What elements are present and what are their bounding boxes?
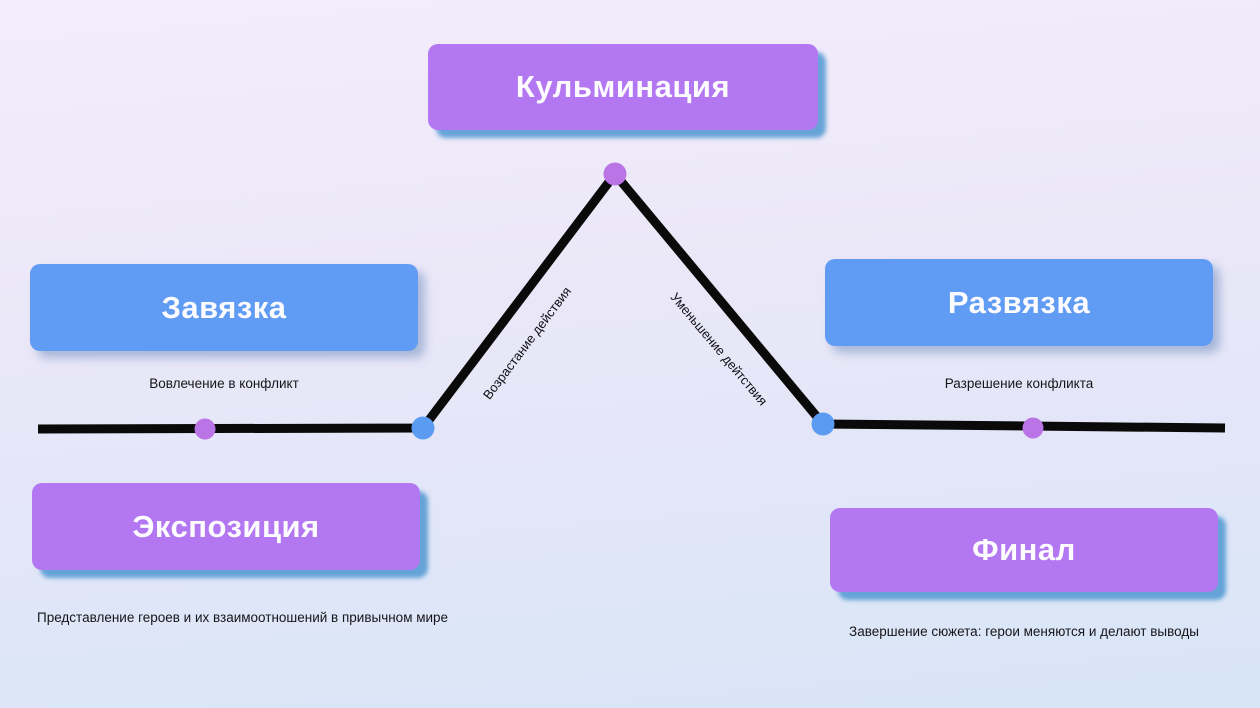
caption-exposition: Представление героев и их взаимоотношени… bbox=[37, 610, 449, 625]
node-inciting: Завязка bbox=[30, 264, 418, 351]
node-finale-label: Финал bbox=[972, 532, 1076, 567]
node-resolution-label: Развязка bbox=[947, 284, 1091, 320]
inciting-dot bbox=[411, 416, 435, 440]
node-exposition: Экспозиция bbox=[32, 483, 420, 570]
caption-resolution: Разрешение конфликта bbox=[944, 376, 1094, 391]
resolution-dot bbox=[811, 412, 835, 436]
climax-dot bbox=[603, 162, 627, 186]
node-finale: Финал bbox=[830, 508, 1218, 592]
caption-inciting: Вовлечение в конфликт bbox=[149, 376, 299, 391]
node-inciting-label: Завязка bbox=[161, 289, 287, 325]
node-resolution: Развязка bbox=[825, 259, 1213, 346]
exposition-dot bbox=[194, 418, 216, 440]
node-exposition-label: Экспозиция bbox=[132, 508, 320, 544]
caption-finale: Завершение сюжета: герои меняются и дела… bbox=[849, 624, 1199, 639]
node-climax: Кульминация bbox=[428, 44, 818, 130]
finale-dot bbox=[1022, 417, 1044, 439]
node-climax-label: Кульминация bbox=[515, 69, 731, 104]
